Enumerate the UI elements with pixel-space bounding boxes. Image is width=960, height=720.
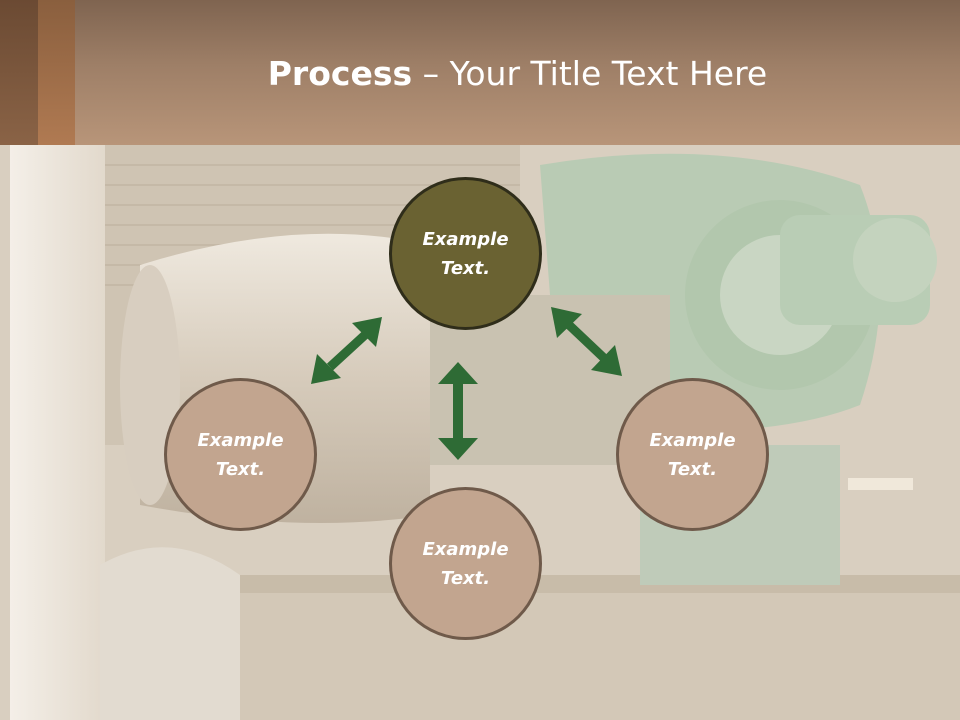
process-node-top[interactable]: Example Text. xyxy=(389,177,542,330)
node-label: Example xyxy=(649,429,736,451)
node-label: Text. xyxy=(667,458,718,480)
slide-title-rest: – Your Title Text Here xyxy=(412,54,768,93)
node-label: Example xyxy=(197,429,284,451)
header-accent-light xyxy=(38,0,75,145)
header-band xyxy=(0,0,960,145)
process-node-bottom[interactable]: Example Text. xyxy=(389,487,542,640)
node-label: Example xyxy=(422,538,509,560)
process-node-right[interactable]: Example Text. xyxy=(616,378,769,531)
process-node-left[interactable]: Example Text. xyxy=(164,378,317,531)
node-label: Text. xyxy=(215,458,266,480)
node-label: Text. xyxy=(440,257,491,279)
header-accent-dark xyxy=(0,0,38,145)
node-label: Text. xyxy=(440,567,491,589)
slide-title[interactable]: Process – Your Title Text Here xyxy=(75,50,960,98)
slide-title-bold: Process xyxy=(267,54,413,93)
node-label: Example xyxy=(422,228,509,250)
